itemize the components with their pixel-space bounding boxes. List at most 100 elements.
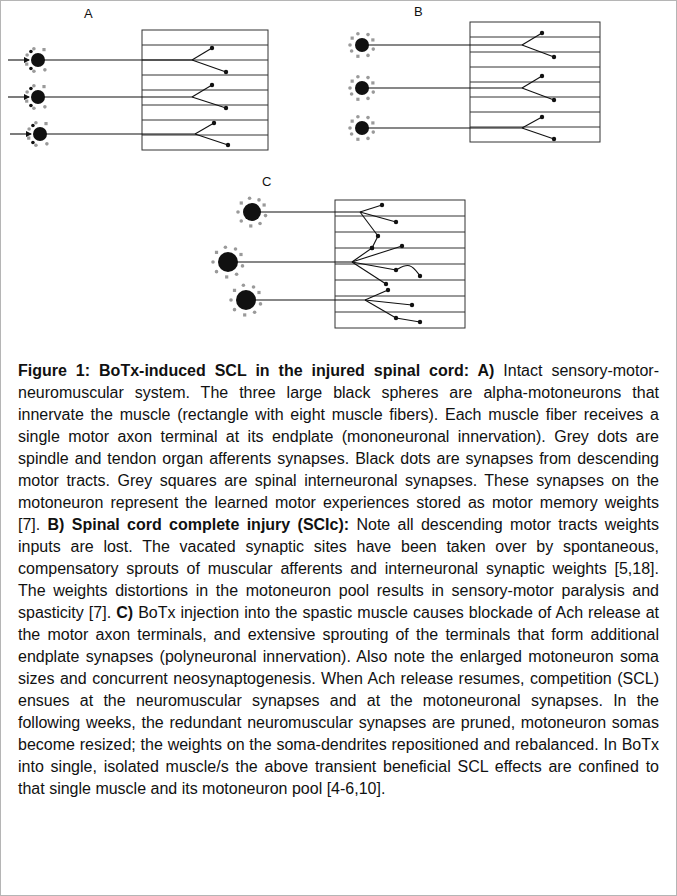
muscle-fiber bbox=[142, 120, 268, 121]
muscle-rectangle bbox=[142, 30, 268, 150]
panel-letter: C bbox=[262, 174, 271, 189]
caption-bold-run: B) Spinal cord complete injury (SCIc): bbox=[48, 516, 350, 533]
axon-terminal bbox=[192, 48, 212, 60]
muscle-fiber bbox=[142, 75, 268, 76]
endplate-synapse bbox=[540, 74, 544, 78]
muscle-panel bbox=[348, 22, 600, 142]
endplate-synapse bbox=[552, 55, 556, 59]
muscle-fiber bbox=[470, 52, 600, 53]
interneuron-synapse bbox=[44, 122, 47, 125]
panel-letter: A bbox=[84, 6, 93, 21]
motor-axon bbox=[252, 211, 360, 212]
afferent-synapse bbox=[32, 69, 36, 73]
interneuron-synapse bbox=[42, 48, 45, 51]
afferent-synapse bbox=[348, 126, 352, 130]
descending-synapse bbox=[29, 104, 33, 108]
motor-axon bbox=[38, 96, 192, 97]
afferent-synapse bbox=[215, 270, 219, 274]
interneuron-synapse bbox=[215, 251, 218, 254]
afferent-synapse bbox=[356, 32, 360, 36]
interneuron-synapse bbox=[356, 138, 359, 141]
interneuron-synapse bbox=[351, 120, 354, 123]
afferent-synapse bbox=[224, 245, 228, 249]
endplate-synapse bbox=[540, 31, 544, 35]
endplate-synapse bbox=[552, 98, 556, 102]
afferent-synapse bbox=[264, 214, 268, 218]
muscle-panel bbox=[211, 196, 465, 328]
muscle-fiber bbox=[335, 232, 465, 233]
interneuron-synapse bbox=[257, 291, 260, 294]
muscle-fiber bbox=[470, 97, 600, 98]
muscle-fiber bbox=[142, 105, 268, 106]
axon-terminal bbox=[522, 45, 554, 57]
motoneuron bbox=[355, 121, 369, 135]
endplate-synapse bbox=[552, 137, 556, 141]
endplate-synapse bbox=[210, 83, 214, 87]
muscle-fiber bbox=[335, 248, 465, 249]
muscle-fiber bbox=[335, 312, 465, 313]
endplate-synapse bbox=[418, 274, 422, 278]
descending-input-arrow bbox=[10, 133, 31, 134]
muscle-fiber bbox=[470, 112, 600, 113]
caption-run: BoTx injection into the spastic muscle c… bbox=[18, 604, 659, 797]
motor-axon bbox=[362, 127, 522, 128]
afferent-synapse bbox=[366, 116, 370, 120]
afferent-synapse bbox=[366, 76, 370, 80]
muscle-fiber bbox=[470, 127, 600, 128]
interneuron-synapse bbox=[249, 224, 252, 227]
descending-input-arrow bbox=[8, 59, 29, 60]
axon-terminal bbox=[522, 128, 554, 139]
axon-terminal bbox=[522, 88, 554, 100]
motor-axon bbox=[40, 133, 195, 134]
endplate-synapse bbox=[540, 115, 544, 119]
afferent-synapse bbox=[34, 143, 38, 147]
afferent-synapse bbox=[241, 264, 245, 268]
interneuron-synapse bbox=[233, 289, 236, 292]
afferent-synapse bbox=[236, 210, 240, 214]
motoneuron bbox=[236, 290, 256, 310]
afferent-synapse bbox=[366, 137, 370, 141]
descending-input-arrow bbox=[8, 96, 29, 97]
afferent-synapse bbox=[259, 302, 263, 306]
figure-caption: Figure 1: BoTx-induced SCL in the injure… bbox=[18, 360, 659, 800]
interneuron-synapse bbox=[239, 253, 242, 256]
endplate-synapse bbox=[224, 106, 228, 110]
afferent-synapse bbox=[32, 47, 36, 51]
afferent-synapse bbox=[32, 84, 36, 88]
endplate-synapse bbox=[370, 246, 374, 250]
interneuron-synapse bbox=[42, 85, 45, 88]
interneuron-synapse bbox=[243, 313, 246, 316]
muscle-rectangle bbox=[335, 200, 465, 328]
axon-terminal bbox=[365, 300, 396, 318]
panel-letter: B bbox=[414, 4, 423, 19]
endplate-synapse bbox=[384, 282, 388, 286]
motor-axon bbox=[246, 299, 365, 300]
afferent-synapse bbox=[350, 132, 354, 136]
afferent-synapse bbox=[25, 53, 29, 57]
afferent-synapse bbox=[371, 130, 375, 134]
descending-synapse bbox=[31, 141, 35, 145]
muscle-fiber bbox=[470, 67, 600, 68]
afferent-synapse bbox=[27, 127, 31, 131]
muscle-rectangle bbox=[470, 22, 600, 142]
afferent-synapse bbox=[258, 222, 262, 226]
endplate-synapse bbox=[370, 246, 374, 250]
afferent-synapse bbox=[257, 198, 261, 202]
afferent-synapse bbox=[253, 310, 257, 314]
afferent-synapse bbox=[366, 33, 370, 37]
descending-synapse bbox=[29, 50, 33, 54]
endplate-synapse bbox=[226, 143, 230, 147]
motoneuron bbox=[31, 53, 45, 67]
caption-run: Intact sensory-motor-neuromuscular syste… bbox=[18, 362, 659, 533]
afferent-synapse bbox=[371, 90, 375, 94]
motoneuron bbox=[218, 252, 238, 272]
afferent-synapse bbox=[239, 219, 243, 223]
motoneuron bbox=[355, 38, 369, 52]
descending-synapse bbox=[31, 124, 35, 128]
axon-terminal bbox=[195, 134, 228, 145]
interneuron-synapse bbox=[356, 55, 359, 58]
afferent-synapse bbox=[371, 47, 375, 51]
interneuron-synapse bbox=[351, 80, 354, 83]
